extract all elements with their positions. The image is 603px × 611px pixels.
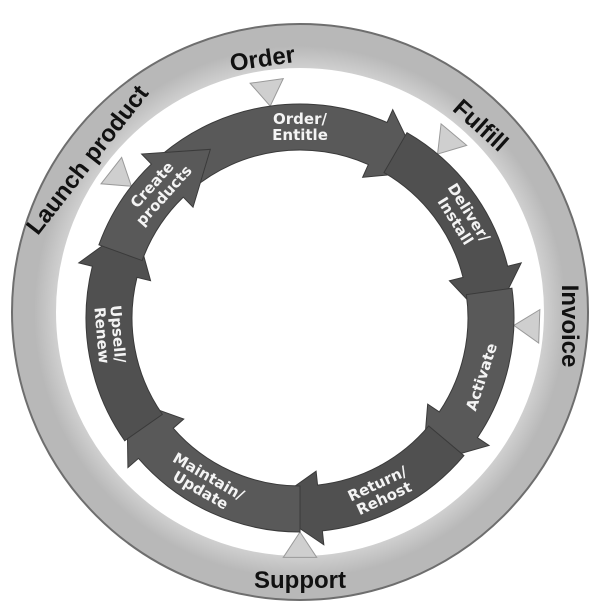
label-order-entitle: Order/Entitle <box>272 110 328 144</box>
fulfill-connector-arrow <box>436 122 468 155</box>
outer-label-support: Support <box>254 567 346 594</box>
launch-connector-arrow <box>100 156 133 187</box>
label-upsell-renew-line: Renew <box>90 306 113 364</box>
label-upsell-renew-line: Upsell/ <box>106 304 129 364</box>
support-connector-arrow <box>282 531 318 558</box>
outer-ring <box>11 23 589 601</box>
label-order-entitle-line: Order/ <box>273 110 327 128</box>
outer-ring-shape <box>12 24 588 600</box>
invoice-connector-arrow <box>512 308 541 345</box>
inner-arrow-ring <box>77 103 523 546</box>
label-order-entitle-line: Entitle <box>272 126 328 144</box>
order-connector-arrow <box>249 77 285 107</box>
outer-ring-edge <box>11 23 589 601</box>
connector-arrows <box>100 77 541 558</box>
label-upsell-renew: Upsell/Renew <box>90 304 129 364</box>
arrow-create-products <box>98 148 212 262</box>
outer-label-invoice: Invoice <box>556 285 583 368</box>
